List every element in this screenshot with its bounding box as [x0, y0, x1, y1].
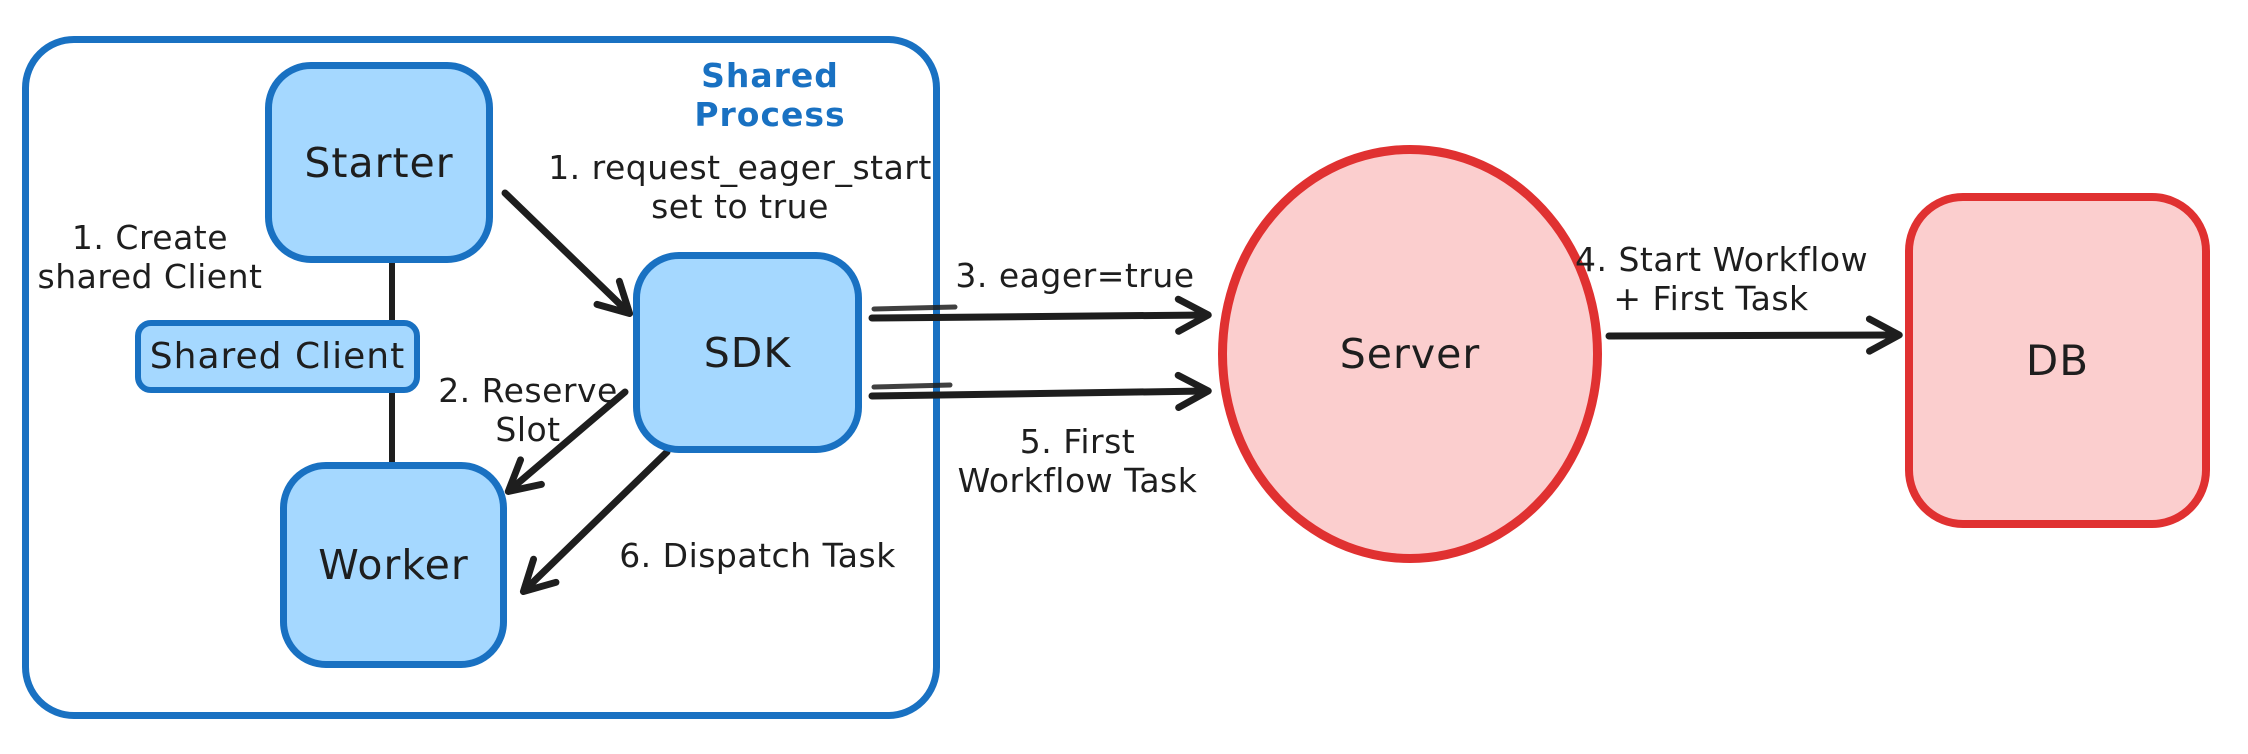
annotation-create-line1: 1. Create [71, 218, 229, 257]
shared-process-title: Shared Process [694, 56, 846, 134]
worker-label: Worker [318, 541, 469, 589]
annotation-request-line2: set to true [651, 187, 829, 226]
annotation-eager-true: 3. eager=true [955, 256, 1195, 295]
annotation-dispatch-text: 6. Dispatch Task [619, 536, 896, 575]
annotation-request-eager-start: 1. request_eager_start set to true [545, 148, 935, 226]
arrow-start-workflow [1605, 315, 1903, 355]
shared-client-node: Shared Client [135, 320, 420, 393]
server-label: Server [1339, 330, 1481, 378]
annotation-dispatch-task: 6. Dispatch Task [610, 536, 905, 575]
shared-client-label: Shared Client [149, 336, 406, 377]
db-label: DB [2025, 336, 2090, 385]
worker-node: Worker [280, 462, 507, 668]
annotation-first-line1: 5. First [1019, 422, 1136, 461]
shared-process-container [22, 36, 940, 719]
annotation-reserve-line1: 2. Reserve [438, 371, 618, 410]
annotation-request-line1: 1. request_eager_start [548, 148, 932, 187]
annotation-eager-text: 3. eager=true [955, 256, 1195, 295]
server-node: Server [1218, 145, 1602, 563]
sdk-label: SDK [703, 328, 792, 377]
sdk-node: SDK [633, 252, 862, 453]
annotation-first-line2: Workflow Task [957, 461, 1198, 500]
annotation-start-wf-line1: 4. Start Workflow [1575, 240, 1869, 279]
annotation-start-workflow: 4. Start Workflow + First Task [1575, 240, 1869, 318]
annotation-reserve-slot: 2. Reserve Slot [428, 371, 628, 449]
annotation-reserve-line2: Slot [495, 410, 561, 449]
starter-label: Starter [304, 138, 454, 187]
starter-node: Starter [265, 62, 493, 263]
annotation-first-workflow-task: 5. First Workflow Task [955, 422, 1200, 500]
annotation-start-wf-line2: + First Task [1613, 279, 1809, 318]
db-node: DB [1905, 193, 2210, 528]
annotation-create-line2: shared Client [37, 257, 263, 296]
annotation-create-shared-client: 1. Create shared Client [20, 218, 280, 296]
